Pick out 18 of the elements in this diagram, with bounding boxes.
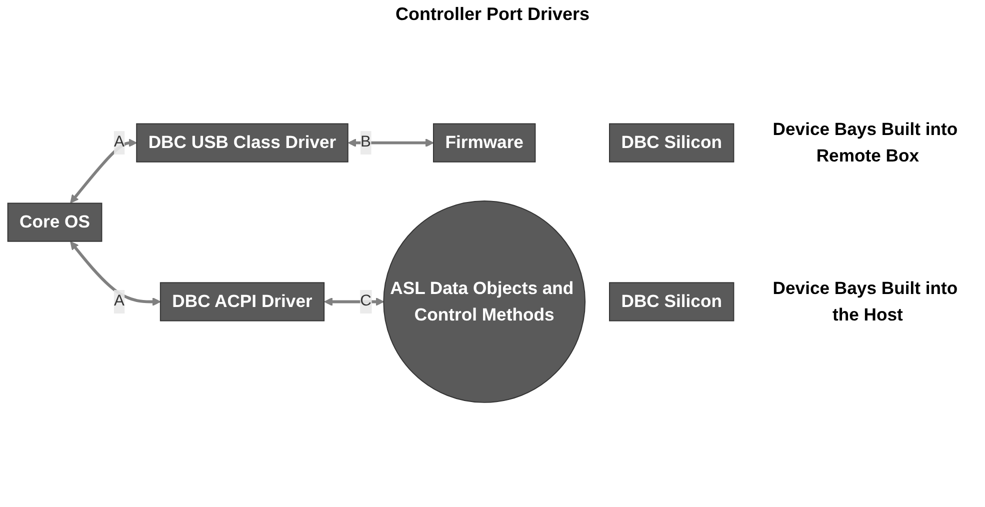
edge-label: B bbox=[360, 134, 371, 151]
node-box: DBC USB Class Driver bbox=[136, 123, 348, 162]
node-circle: ASL Data Objects and Control Methods bbox=[383, 200, 586, 403]
node-box: Firmware bbox=[433, 123, 536, 162]
edge-label: A bbox=[114, 134, 124, 151]
arrow bbox=[324, 297, 384, 306]
node-box: DBC ACPI Driver bbox=[160, 282, 325, 322]
node-label: Device Bays Built into Remote Box bbox=[772, 119, 958, 166]
arrow bbox=[70, 241, 161, 306]
arrow bbox=[70, 138, 137, 204]
node-box: Core OS bbox=[7, 202, 102, 242]
node-label: Device Bays Built into the Host bbox=[772, 278, 958, 324]
arrow bbox=[348, 138, 434, 148]
node-box: DBC Silicon bbox=[609, 282, 734, 322]
edge-label: C bbox=[360, 292, 372, 310]
heading-label: Controller Port Drivers bbox=[395, 4, 590, 24]
node-box: DBC Silicon bbox=[609, 123, 734, 162]
edge-label: A bbox=[114, 292, 124, 310]
